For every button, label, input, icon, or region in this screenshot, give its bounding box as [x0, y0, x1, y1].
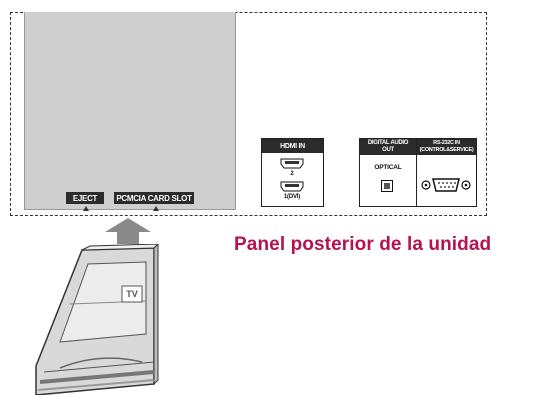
card-tv-label: TV: [126, 289, 138, 299]
eject-label: EJECT: [66, 192, 104, 204]
optical-port-icon: [381, 180, 393, 192]
rs232c-port-icon: [421, 178, 471, 192]
rs232c-header: RS-232C IN (CONTROL&SERVICE): [417, 139, 476, 155]
rear-panel-caption: Panel posterior de la unidad: [234, 234, 492, 255]
insert-direction-arrow-icon: [105, 218, 151, 244]
pcmcia-slot-arrow-icon: [153, 206, 159, 211]
optical-label: OPTICAL: [374, 164, 402, 171]
rs232c-header-text: RS-232C IN (CONTROL&SERVICE): [419, 140, 474, 153]
hdmi-port-1-label: 1(DVI): [283, 194, 301, 200]
digital-audio-out-header: DIGITAL AUDIO OUT: [360, 139, 416, 155]
hdmi-in-header: HDMI IN: [262, 139, 323, 153]
rear-panel-outline: [10, 12, 487, 216]
panel-divider: [416, 138, 417, 207]
eject-arrow-icon: [83, 206, 89, 211]
hdmi-port-1-icon: [280, 181, 304, 192]
hdmi-port-2-icon: [280, 158, 304, 169]
ci-card-illustration: [35, 244, 159, 395]
pcmcia-card-slot-label: PCMCIA CARD SLOT: [114, 192, 194, 204]
digital-audio-out-text: DIGITAL AUDIO OUT: [367, 140, 409, 153]
pcmcia-slot-area: [24, 12, 236, 210]
hdmi-port-2-label: 2: [290, 171, 294, 177]
